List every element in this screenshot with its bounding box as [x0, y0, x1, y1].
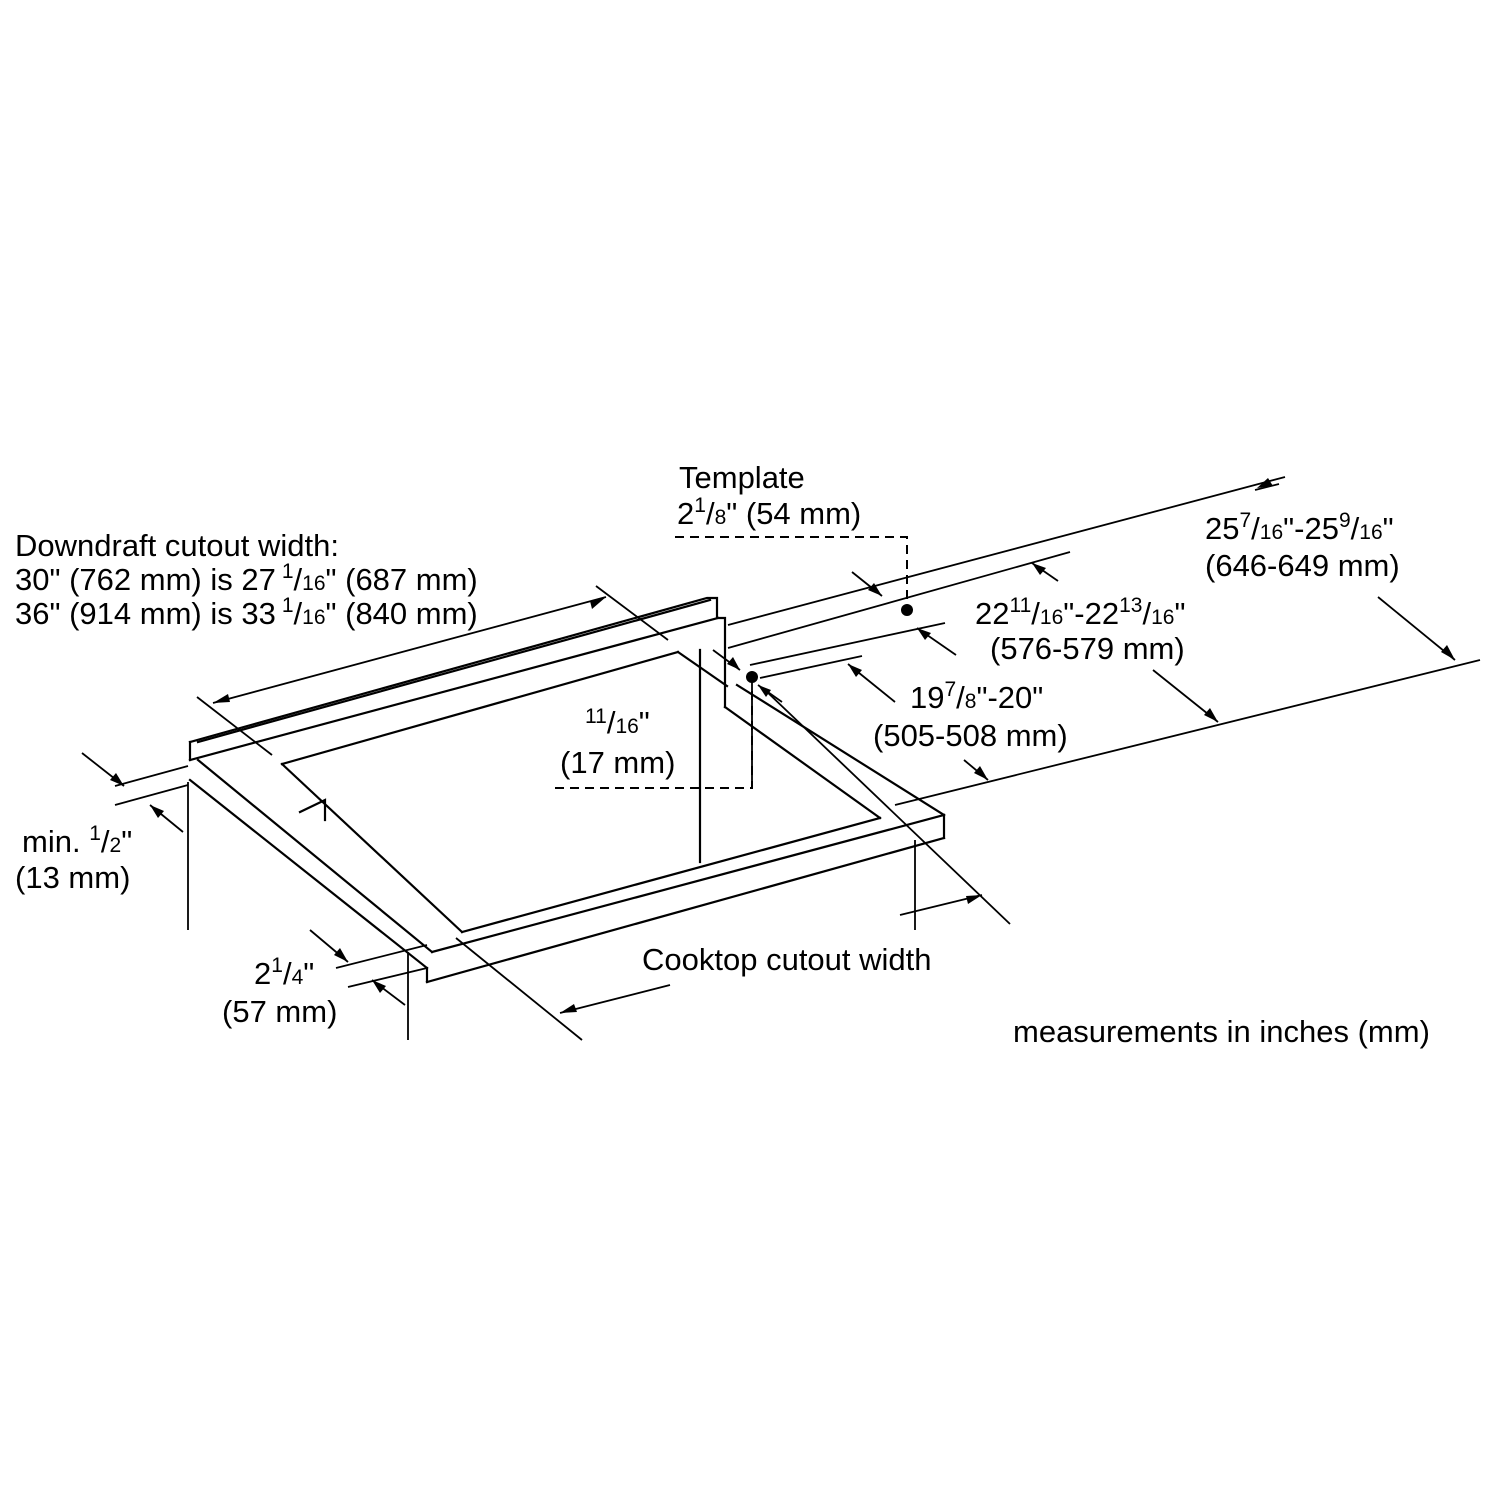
back-strip-outline	[188, 596, 727, 744]
dim-min-half-mm: (13 mm)	[15, 860, 130, 895]
countertop-frame	[188, 596, 946, 984]
back-strip-front-edge	[188, 616, 720, 762]
dim-25-mm: (646-649 mm)	[1205, 548, 1400, 583]
dim-22-inches: 2211/16"-2213/16"	[975, 594, 1185, 631]
dim-min-half-inches: min. 1/2"	[22, 822, 132, 859]
dim-25-inches: 257/16"-259/16"	[1205, 509, 1394, 546]
front-rail-bottom	[425, 836, 946, 984]
downdraft-step	[298, 798, 327, 822]
back-strip-inner-top	[196, 598, 712, 744]
left-rail-inner	[280, 762, 464, 934]
left-rail-bottom	[188, 778, 429, 970]
dim-11-16-inches: 11/16"	[585, 705, 650, 740]
cooktop-cutout-label: Cooktop cutout width	[642, 942, 932, 977]
template-dimension: 21/8" (54 mm)	[677, 494, 861, 531]
left-rail-top	[196, 758, 434, 954]
template-dashes	[555, 536, 908, 789]
right-rail-top	[735, 683, 946, 817]
right-rail-inner	[723, 705, 882, 820]
units-note: measurements in inches (mm)	[1013, 1014, 1430, 1049]
connector-point-icon	[746, 671, 758, 683]
dim-22-mm: (576-579 mm)	[990, 631, 1185, 666]
front-rail-inner	[460, 816, 882, 934]
dim-11-16-mm: (17 mm)	[560, 745, 675, 780]
dimension-lines	[81, 476, 1481, 1041]
back-rail-inner	[280, 650, 680, 766]
downdraft-slot-line	[676, 650, 729, 688]
template-point-icon	[901, 604, 913, 616]
dim-19-inches: 197/8"-20"	[910, 678, 1043, 715]
dim-19-mm: (505-508 mm)	[873, 718, 1068, 753]
extension-lines	[187, 677, 916, 1040]
template-title: Template	[679, 460, 805, 495]
dim-2-quarter-mm: (57 mm)	[222, 994, 337, 1029]
front-rail-top	[430, 813, 946, 954]
downdraft-title: Downdraft cutout width:	[15, 528, 339, 563]
dim-2-quarter-inches: 21/4"	[254, 954, 314, 991]
